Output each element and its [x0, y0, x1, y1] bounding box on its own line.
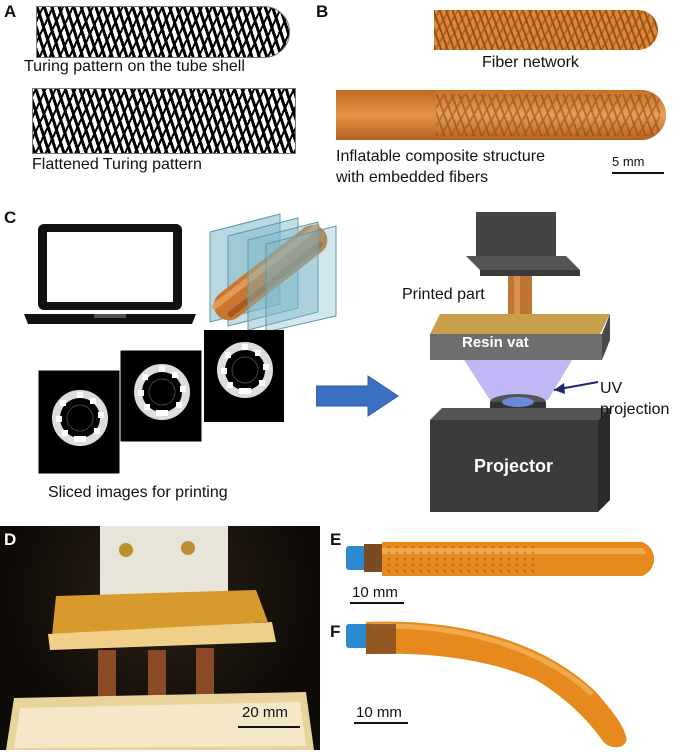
projector-label: Projector — [474, 456, 554, 476]
panel-d-scale-bar — [238, 726, 300, 728]
panel-e-scale-bar — [350, 602, 404, 604]
fiber-network-caption: Fiber network — [482, 54, 579, 71]
uv-projection-label: UV projection — [600, 378, 669, 420]
panel-e-letter: E — [330, 530, 342, 549]
panel-f-scale-bar — [354, 722, 408, 724]
inflatable-caption-line2: with embedded fibers — [336, 169, 489, 186]
panel-b-scale-label: 5 mm — [612, 154, 645, 169]
tube-shell-turing-pattern — [36, 6, 290, 58]
panel-a-letter: A — [4, 2, 17, 21]
tube-bent-photo — [346, 614, 646, 750]
panel-d-letter: D — [4, 530, 17, 549]
fiber-network-image — [434, 10, 658, 50]
panel-c-letter: C — [4, 208, 17, 227]
panel-f-scale-label: 10 mm — [356, 704, 402, 721]
inflatable-composite-image — [336, 90, 666, 140]
inflatable-caption-line1: Inflatable composite structure — [336, 148, 545, 165]
panel-f-letter: F — [330, 622, 341, 641]
sliced-images-caption: Sliced images for printing — [48, 484, 228, 501]
flattened-turing-caption: Flattened Turing pattern — [32, 156, 202, 173]
panel-b-letter: B — [316, 2, 329, 21]
flattened-turing-pattern — [32, 88, 296, 154]
turing-tube-caption: Turing pattern on the tube shell — [24, 58, 245, 75]
resin-vat-label: Resin vat — [462, 334, 529, 351]
panel-b-scale-bar — [612, 172, 664, 174]
process-arrow — [315, 374, 400, 418]
sliced-model-illustration — [200, 212, 342, 333]
printed-part-label: Printed part — [402, 286, 485, 303]
sliced-images — [36, 328, 286, 478]
laptop-icon — [22, 220, 198, 330]
panel-e-scale-label: 10 mm — [352, 584, 398, 601]
uv-projection-line2: projection — [600, 401, 670, 418]
inflatable-caption: Inflatable composite structure with embe… — [336, 146, 545, 188]
panel-d-scale-label: 20 mm — [242, 704, 288, 721]
tube-straight-photo — [346, 538, 660, 578]
dlp-printer-illustration — [420, 206, 620, 516]
printer-photo — [0, 526, 320, 750]
uv-projection-line1: UV — [600, 380, 623, 397]
